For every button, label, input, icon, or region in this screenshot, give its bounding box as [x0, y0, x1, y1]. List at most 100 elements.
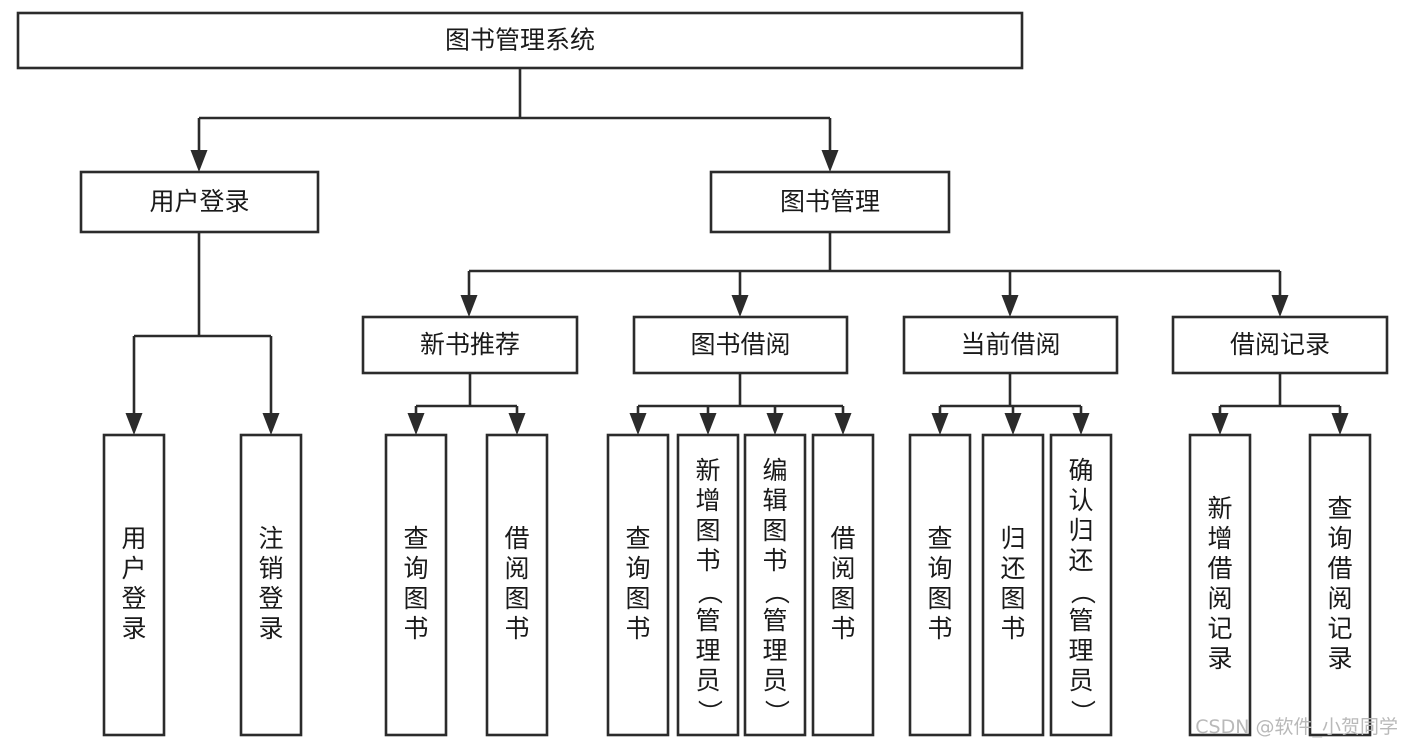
node-label-char: ） — [762, 699, 791, 724]
node-rect[interactable] — [743, 433, 807, 737]
node-level3-图书借阅[interactable]: 图书借阅 — [632, 315, 849, 375]
node-label-char: 记 — [1207, 614, 1232, 643]
node-rect[interactable] — [676, 433, 740, 737]
node-label-char: 借 — [1327, 554, 1352, 583]
node-label-char: 书 — [830, 614, 855, 643]
node-rect[interactable] — [981, 433, 1045, 737]
node-label-char: 管 — [762, 606, 787, 635]
node-label-char: 还 — [1000, 554, 1025, 583]
node-rect[interactable] — [1188, 433, 1252, 737]
arrow-head-icon — [1211, 413, 1229, 435]
node-rect[interactable] — [1308, 433, 1372, 737]
node-rect[interactable] — [1171, 315, 1389, 375]
node-label-char: 查 — [403, 524, 428, 553]
node-rect[interactable] — [485, 433, 549, 737]
node-label: 新书推荐 — [420, 330, 520, 359]
node-label-char: 登 — [258, 584, 283, 613]
arrow-head-icon — [1072, 413, 1090, 435]
node-label-char: 阅 — [830, 554, 855, 583]
node-rect[interactable] — [709, 170, 951, 234]
node-rect[interactable] — [908, 433, 972, 737]
node-label-char: 图 — [504, 584, 529, 613]
arrow-head-icon — [407, 413, 425, 435]
node-label: 用户登录 — [149, 187, 249, 216]
node-label-char: 归 — [1068, 516, 1093, 545]
arrow-head-icon — [821, 150, 839, 172]
node-rect[interactable] — [632, 315, 849, 375]
node-label-char: 图 — [403, 584, 428, 613]
connector-group — [407, 373, 526, 435]
node-level3-新书推荐[interactable]: 新书推荐 — [361, 315, 579, 375]
node-label-char: 注 — [258, 524, 283, 553]
node-label-char: 书 — [1000, 614, 1025, 643]
node-label-char: 书 — [927, 614, 952, 643]
node-root-图书管理系统[interactable]: 图书管理系统 — [16, 11, 1024, 70]
node-rect[interactable] — [902, 315, 1119, 375]
node-label-char: 员 — [695, 666, 720, 695]
node-rect[interactable] — [239, 433, 303, 737]
node-rect[interactable] — [361, 315, 579, 375]
node-label-char: 销 — [258, 554, 283, 583]
arrow-head-icon — [766, 413, 784, 435]
node-label-char: 书 — [625, 614, 650, 643]
node-label-char: （ — [1068, 579, 1097, 604]
node-label-char: 认 — [1068, 486, 1093, 515]
node-label-char: 管 — [1068, 606, 1093, 635]
node-leaf-0-用户登录[interactable]: 用户登录 — [102, 433, 166, 737]
csdn-watermark: CSDN @软件_小贺同学 — [1195, 716, 1398, 738]
node-label-char: 询 — [625, 554, 650, 583]
node-label-char: 增 — [1207, 524, 1232, 553]
node-label-char: 理 — [1068, 636, 1093, 665]
node-rect[interactable] — [102, 433, 166, 737]
node-label-char: 图 — [830, 584, 855, 613]
node-level2-图书管理[interactable]: 图书管理 — [709, 170, 951, 234]
node-rect[interactable] — [384, 433, 448, 737]
node-label-char: 户 — [121, 554, 146, 583]
node-label-char: 归 — [1000, 524, 1025, 553]
connector-group — [629, 373, 852, 435]
node-label-char: 书 — [762, 546, 787, 575]
node-label-char: ） — [695, 699, 724, 724]
node-label-char: 书 — [403, 614, 428, 643]
node-label-char: 录 — [121, 614, 146, 643]
node-rect[interactable] — [606, 433, 670, 737]
node-label-char: 员 — [762, 666, 787, 695]
connector-group — [125, 232, 280, 435]
arrow-head-icon — [731, 295, 749, 317]
node-rect[interactable] — [79, 170, 320, 234]
node-label-char: 增 — [695, 486, 720, 515]
node-label-char: 还 — [1068, 546, 1093, 575]
node-boxes-layer: 图书管理系统用户登录图书管理新书推荐图书借阅当前借阅借阅记录用户登录注销登录查询… — [16, 11, 1389, 737]
node-level3-借阅记录[interactable]: 借阅记录 — [1171, 315, 1389, 375]
node-label-char: 查 — [625, 524, 650, 553]
node-rect[interactable] — [16, 11, 1024, 70]
arrow-head-icon — [931, 413, 949, 435]
node-label-char: 理 — [762, 636, 787, 665]
node-label-char: 记 — [1327, 614, 1352, 643]
node-label-char: 图 — [762, 516, 787, 545]
connector-edges-layer — [125, 68, 1349, 435]
node-level3-当前借阅[interactable]: 当前借阅 — [902, 315, 1119, 375]
node-rect[interactable] — [811, 433, 875, 737]
node-label-char: 录 — [258, 614, 283, 643]
node-label: 当前借阅 — [960, 330, 1060, 359]
node-label-char: 书 — [504, 614, 529, 643]
node-label-char: 询 — [927, 554, 952, 583]
node-level2-用户登录[interactable]: 用户登录 — [79, 170, 320, 234]
node-rect[interactable] — [1049, 433, 1113, 737]
node-label-char: 录 — [1327, 644, 1352, 673]
node-label-char: 员 — [1068, 666, 1093, 695]
